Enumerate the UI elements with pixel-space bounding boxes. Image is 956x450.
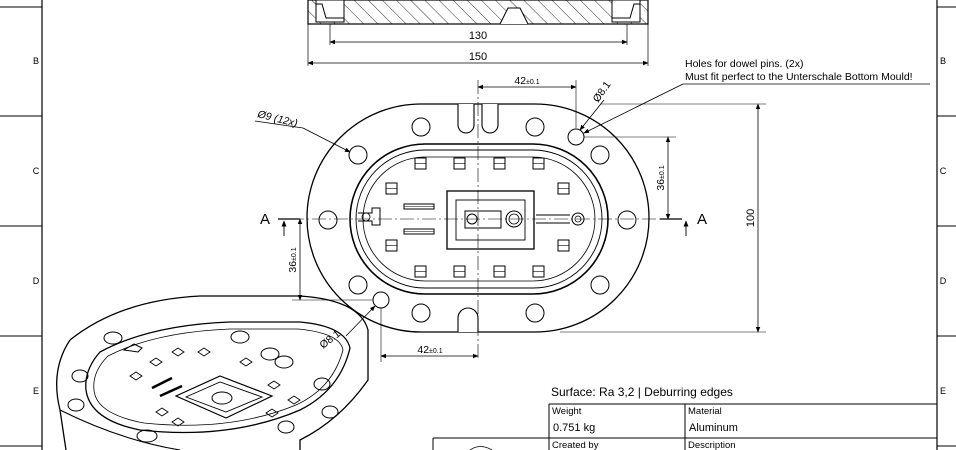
hole-9 [411, 303, 431, 323]
dim-36-right: 36±0.1 [655, 165, 667, 190]
section-mark-left [278, 218, 300, 236]
section-mark-right [660, 218, 689, 236]
material-value: Aluminum [689, 422, 738, 434]
dim-dowel-top: Ø8.1 [591, 79, 614, 105]
hole-9 [525, 303, 545, 323]
zone-label-left: D [33, 276, 40, 286]
hole-9 [590, 145, 610, 165]
dim-42-bottom: 42±0.1 [417, 344, 442, 356]
title-block [432, 403, 937, 450]
weight-label: Weight [552, 406, 582, 417]
dim-holes-9: Ø9 (12x) [255, 108, 299, 130]
zone-label-left: C [33, 166, 40, 176]
dim-36-left: 36±0.1 [287, 247, 299, 272]
dowel-hole [567, 128, 585, 146]
plan-dimensions [254, 80, 930, 362]
dim-150: 150 [469, 51, 487, 63]
dim-dowel-bottom: Ø8.1 [317, 328, 342, 352]
central-pocket [446, 190, 535, 250]
isometric-view [56, 295, 369, 450]
dim-42-top: 42±0.1 [514, 75, 539, 87]
zone-label-left: B [33, 56, 39, 66]
hole-9 [348, 145, 368, 165]
zone-label-right: E [940, 386, 946, 396]
note-dowel-line2: Must fit perfect to the Unterschale Bott… [685, 71, 913, 83]
dim-100: 100 [745, 209, 757, 227]
hole-9 [525, 117, 545, 137]
hole-9 [348, 275, 368, 295]
section-label-right: A [697, 211, 707, 228]
created-by-label: Created by [552, 440, 599, 450]
material-label: Material [688, 406, 722, 417]
zone-label-right: C [940, 166, 947, 176]
surface-note: Surface: Ra 3,2 | Deburring edges [551, 385, 733, 399]
description-label: Description [688, 440, 736, 450]
dowel-hole [372, 291, 390, 309]
dim-130: 130 [469, 30, 487, 42]
hole-9 [590, 275, 610, 295]
zone-label-right: B [940, 56, 946, 66]
plan-view [290, 80, 680, 360]
hole-9 [318, 210, 338, 230]
note-dowel-line1: Holes for dowel pins. (2x) [685, 58, 803, 70]
section-view-top [307, 0, 649, 66]
mounting-holes [318, 117, 637, 323]
hole-9 [617, 210, 637, 230]
section-label-left: A [260, 211, 270, 228]
zone-label-right: D [940, 276, 947, 286]
hole-9 [411, 117, 431, 137]
zone-label-left: E [33, 386, 39, 396]
weight-value: 0.751 kg [553, 422, 595, 434]
square-pockets [385, 157, 570, 278]
